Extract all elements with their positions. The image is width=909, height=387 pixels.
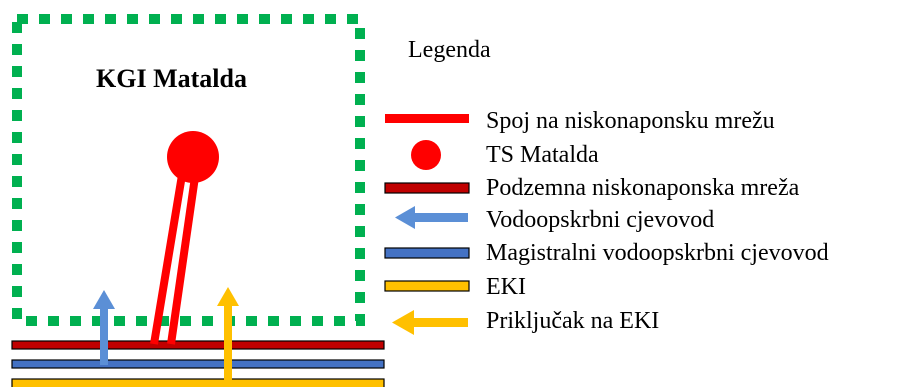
legend-symbol-power-connection: [385, 114, 469, 123]
legend-symbol-underground-network: [384, 182, 470, 194]
underground-lv-network-bar: [11, 340, 385, 350]
legend-label-water-pipe: Vodoopskrbni cjevovod: [486, 207, 715, 233]
main-water-pipe-bar: [11, 359, 385, 369]
power-connection-line: [150, 162, 188, 345]
legend-label-substation: TS Matalda: [486, 142, 599, 168]
area-title: KGI Matalda: [96, 64, 247, 93]
legend-title: Legenda: [408, 37, 491, 63]
water-pipe-arrow-head: [93, 290, 115, 309]
ts-matalda-circle: [167, 131, 219, 183]
eki-bar: [11, 378, 385, 387]
legend-label-power-connection: Spoj na niskonaponsku mrežu: [486, 108, 775, 134]
legend-symbol-eki: [384, 280, 470, 292]
legend-symbol-water-pipe-head: [395, 206, 415, 229]
legend-symbol-water-pipe-shaft: [412, 213, 468, 222]
kgi-boundary: [12, 14, 365, 326]
legend-label-underground-network: Podzemna niskonaponska mreža: [486, 175, 800, 201]
legend-symbol-eki-connection-head: [392, 310, 414, 335]
eki-connection-arrow-head: [217, 287, 239, 306]
legend-symbol-substation: [411, 140, 441, 170]
power-connection-line: [167, 162, 201, 345]
legend-label-eki-connection: Priključak na EKI: [486, 308, 660, 334]
legend-symbol-eki-connection-shaft: [412, 318, 468, 327]
legend-symbol-main-water-pipe: [384, 247, 470, 259]
legend-label-main-water-pipe: Magistralni vodoopskrbni cjevovod: [486, 240, 829, 266]
legend-label-eki: EKI: [486, 274, 526, 300]
